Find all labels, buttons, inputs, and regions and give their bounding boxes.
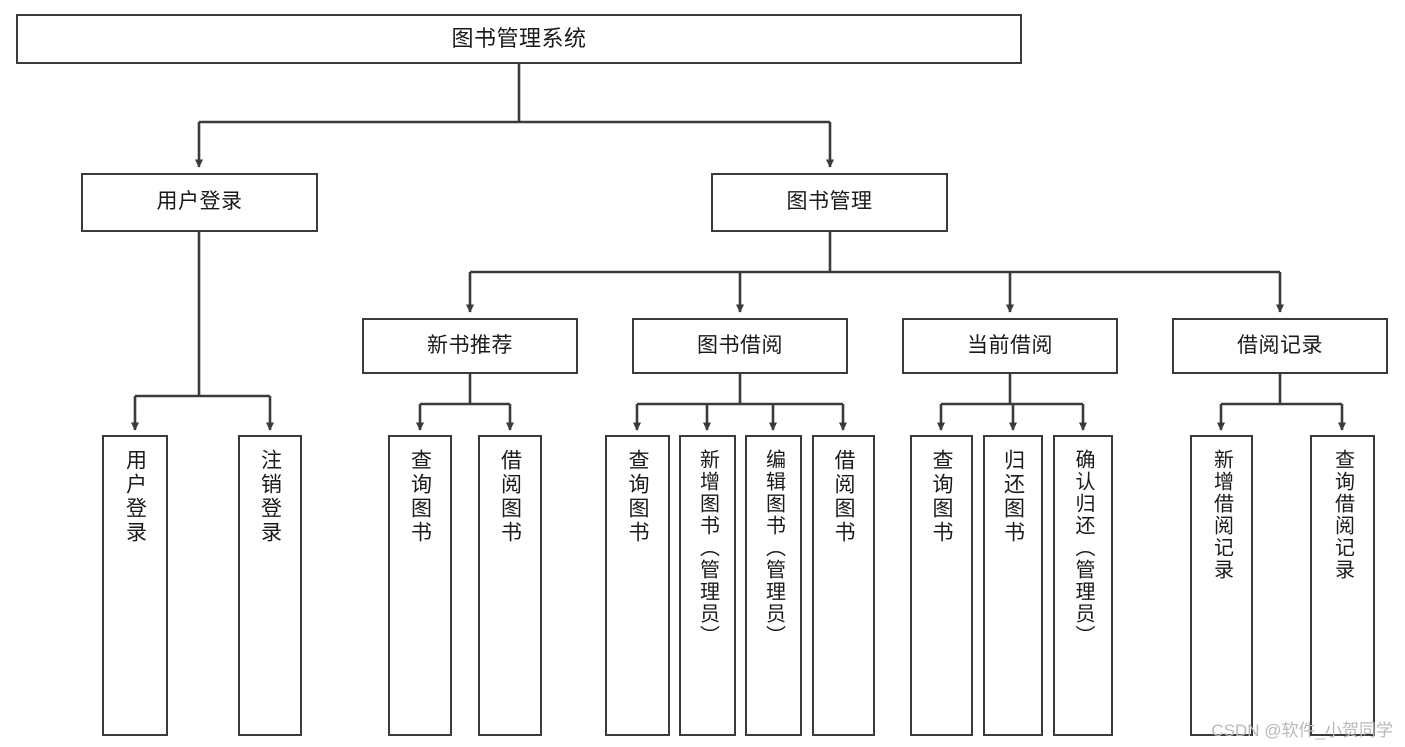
node-leaf-query-book-2-label: 查询图书 (626, 449, 649, 545)
node-user-login-label: 用户登录 (156, 190, 243, 214)
node-leaf-logout-label: 注销登录 (258, 449, 282, 545)
node-leaf-query-book-2[interactable]: 查询图书 (605, 435, 670, 736)
csdn-watermark: CSDN @软件_小贺同学 (1211, 721, 1393, 740)
node-leaf-query-record[interactable]: 查询借阅记录 (1310, 435, 1375, 736)
node-leaf-confirm-return[interactable]: 确认归还（管理员） (1053, 435, 1113, 736)
node-borrow-record[interactable]: 借阅记录 (1172, 318, 1388, 374)
node-borrow-record-label: 借阅记录 (1237, 333, 1323, 357)
node-leaf-query-book-1[interactable]: 查询图书 (388, 435, 452, 736)
node-book-manage-label: 图书管理 (786, 190, 873, 214)
node-leaf-edit-book-label: 编辑图书（管理员） (762, 449, 785, 647)
node-leaf-query-book-1-label: 查询图书 (408, 449, 432, 545)
node-leaf-logout[interactable]: 注销登录 (238, 435, 302, 736)
node-leaf-return-book-label: 归还图书 (1001, 449, 1025, 545)
node-new-book-recommend-label: 新书推荐 (427, 333, 513, 357)
node-leaf-add-book[interactable]: 新增图书（管理员） (679, 435, 736, 736)
node-leaf-edit-book[interactable]: 编辑图书（管理员） (745, 435, 802, 736)
node-leaf-borrow-book-1-label: 借阅图书 (498, 449, 522, 545)
node-book-borrow[interactable]: 图书借阅 (632, 318, 848, 374)
node-leaf-borrow-book-2-label: 借阅图书 (832, 449, 855, 545)
node-leaf-borrow-book-1[interactable]: 借阅图书 (478, 435, 542, 736)
node-leaf-confirm-return-label: 确认归还（管理员） (1072, 449, 1094, 647)
node-new-book-recommend[interactable]: 新书推荐 (362, 318, 578, 374)
node-leaf-user-login[interactable]: 用户登录 (102, 435, 168, 736)
node-book-borrow-label: 图书借阅 (697, 333, 783, 357)
node-leaf-borrow-book-2[interactable]: 借阅图书 (812, 435, 875, 736)
node-current-borrow[interactable]: 当前借阅 (902, 318, 1118, 374)
node-leaf-query-book-3-label: 查询图书 (930, 449, 953, 545)
node-root-label: 图书管理系统 (451, 26, 587, 52)
node-leaf-query-book-3[interactable]: 查询图书 (910, 435, 973, 736)
node-leaf-user-login-label: 用户登录 (123, 449, 147, 545)
node-user-login[interactable]: 用户登录 (81, 173, 318, 232)
node-root[interactable]: 图书管理系统 (16, 14, 1022, 64)
node-leaf-add-record-label: 新增借阅记录 (1210, 449, 1233, 581)
node-leaf-add-book-label: 新增图书（管理员） (696, 449, 719, 647)
node-leaf-query-record-label: 查询借阅记录 (1331, 449, 1354, 581)
node-leaf-add-record[interactable]: 新增借阅记录 (1190, 435, 1253, 736)
node-current-borrow-label: 当前借阅 (967, 333, 1053, 357)
node-leaf-return-book[interactable]: 归还图书 (983, 435, 1043, 736)
node-book-manage[interactable]: 图书管理 (711, 173, 948, 232)
